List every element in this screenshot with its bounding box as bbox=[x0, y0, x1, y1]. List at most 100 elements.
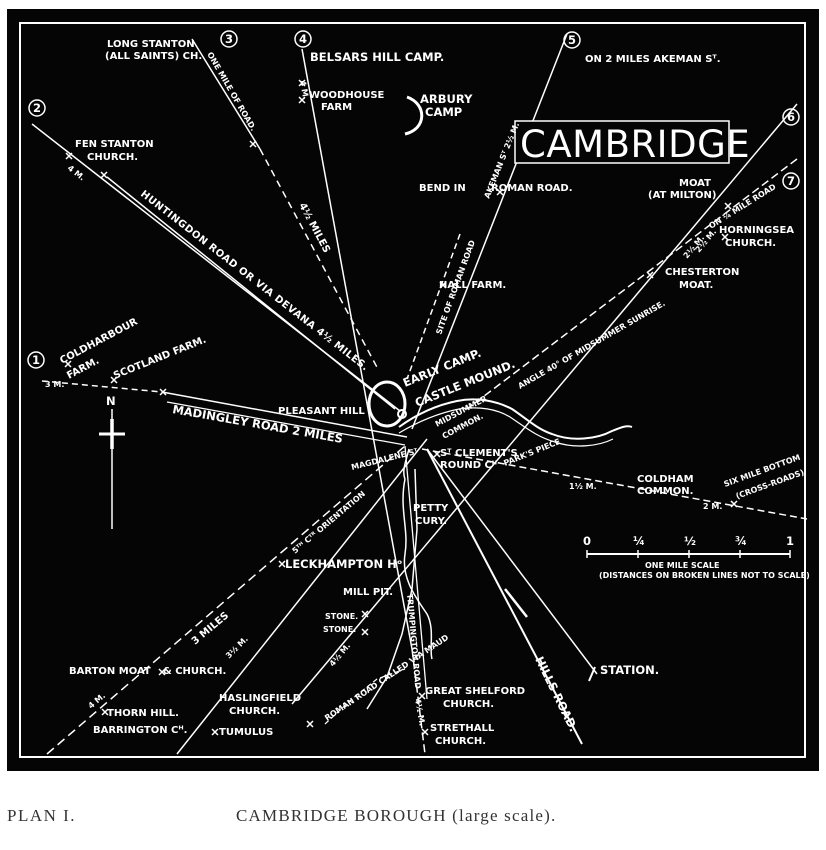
horningsea-line bbox=[466, 158, 798, 410]
label-station: STATION. bbox=[600, 663, 659, 677]
label-orientation: 5ᵀᴴ Cᵀᴿ ORIENTATION bbox=[291, 489, 368, 555]
label-three-miles: 3 MILES bbox=[190, 610, 231, 647]
scale-tick-2: ½ bbox=[684, 534, 696, 548]
roman-road-site bbox=[406, 233, 461, 380]
mile-scale: 0 ¼ ½ ¾ 1 ONE MILE SCALE (DISTANCES ON B… bbox=[583, 534, 810, 580]
label-st-clements-1: Sᵀ CLEMENT'S bbox=[440, 448, 518, 459]
river-cam bbox=[398, 398, 633, 660]
label-woodhouse-1: WOODHOUSE bbox=[309, 90, 385, 101]
label-long-stanton-sub: (ALL SAINTS) CH. bbox=[105, 51, 202, 62]
compass-north-label: N bbox=[106, 394, 116, 408]
map-canvas: N 0 ¼ ½ ¾ bbox=[19, 22, 810, 758]
label-roman-road: ROMAN ROAD. bbox=[491, 183, 573, 194]
route-number-6: 6 bbox=[787, 110, 795, 124]
label-scotland: SCOTLAND FARM. bbox=[112, 334, 208, 381]
label-hall-farm: HALL FARM. bbox=[439, 280, 506, 291]
route-number-1: 1 bbox=[32, 353, 40, 367]
sunrise-line bbox=[291, 103, 798, 705]
orientation-line bbox=[46, 445, 406, 755]
label-mill-pit: MILL PIT. bbox=[343, 587, 393, 598]
route-number-2: 2 bbox=[33, 101, 41, 115]
label-moat-2: (AT MILTON) bbox=[648, 190, 717, 201]
label-stone-2: STONE. bbox=[323, 625, 356, 634]
label-great-shelford-1: GREAT SHELFORD bbox=[425, 686, 525, 697]
place-markers bbox=[64, 79, 738, 736]
label-magdalene: MAGDALENE Sᵀ bbox=[350, 447, 419, 472]
madingley-road-a bbox=[161, 391, 408, 438]
compass-rose: N bbox=[99, 394, 125, 529]
label-st-clements-2: ROUND Cᴴ bbox=[440, 460, 497, 471]
label-coldham-1: COLDHAM bbox=[637, 474, 694, 485]
shelford-line bbox=[404, 445, 428, 700]
label-arbury-1: ARBURY bbox=[420, 92, 473, 106]
label-three-half-m: 3½ M. bbox=[223, 634, 250, 661]
label-stone-1: STONE. bbox=[325, 612, 358, 621]
label-two-m-c: 2 M. bbox=[703, 502, 722, 511]
hills-road bbox=[426, 448, 583, 745]
label-four-m-c: 4½ M. bbox=[327, 641, 352, 669]
route-number-3: 3 bbox=[225, 32, 233, 46]
label-leckhampton: LECKHAMPTON Hᵒ bbox=[285, 557, 402, 571]
label-petty-1: PETTY bbox=[413, 503, 449, 514]
label-stretchall-1: STRETHALL bbox=[430, 723, 495, 734]
label-four-m-b: 4 M. bbox=[87, 691, 108, 710]
route-number-4: 4 bbox=[299, 32, 307, 46]
rail-crossing bbox=[504, 588, 528, 618]
label-barton: BARTON MOAT bbox=[69, 666, 151, 677]
label-stretchall-2: CHURCH. bbox=[435, 736, 486, 747]
label-quarter-mile-road: ON ¼ MILE ROAD bbox=[707, 181, 778, 231]
label-four-m-a: 4 M. bbox=[66, 163, 87, 182]
via-maud-road bbox=[324, 668, 406, 725]
label-coldharbour-1: COLDHARBOUR bbox=[58, 316, 140, 366]
scale-tick-3: ¾ bbox=[735, 534, 747, 548]
label-great-shelford-2: CHURCH. bbox=[443, 699, 494, 710]
label-petty-2: CURY. bbox=[415, 516, 447, 527]
label-three-m: 3 M. bbox=[45, 380, 64, 389]
coldharbour-line bbox=[41, 380, 163, 393]
label-sunrise-angle: ANGLE 40° OF MIDSUMMER SUNRISE. bbox=[517, 299, 667, 391]
map-title: CAMBRIDGE bbox=[520, 123, 750, 166]
caption-bar: PLAN I. CAMBRIDGE BOROUGH (large scale). bbox=[0, 800, 826, 834]
road-lines bbox=[31, 33, 808, 755]
railway-line bbox=[426, 448, 598, 675]
label-horningsea-1: HORNINGSEA bbox=[719, 225, 794, 236]
label-fen-stanton-2: CHURCH. bbox=[87, 152, 138, 163]
label-moat-1: MOAT bbox=[679, 178, 711, 189]
long-stanton-road-solid bbox=[191, 38, 261, 150]
map-title-box: CAMBRIDGE bbox=[514, 120, 750, 166]
label-barrington: BARRINGTON Cᴴ. bbox=[93, 725, 187, 736]
label-thorn-hill: THORN HILL. bbox=[107, 708, 179, 719]
caption-plan-label: PLAN I. bbox=[7, 806, 77, 825]
belsars-line bbox=[301, 48, 413, 650]
scale-note: (DISTANCES ON BROKEN LINES NOT TO SCALE) bbox=[599, 571, 810, 580]
label-and-church: & CHURCH. bbox=[163, 666, 226, 677]
akeman-line bbox=[411, 33, 568, 430]
map-border bbox=[19, 22, 806, 758]
label-chesterton-1: CHESTERTON bbox=[665, 267, 739, 278]
label-akeman: ON 2 MILES AKEMAN Sᵀ. bbox=[585, 54, 721, 65]
label-four-m-e: 4 M. bbox=[298, 80, 310, 101]
madingley-road-b bbox=[166, 401, 406, 446]
label-coldham-2: COMMON. bbox=[637, 486, 693, 497]
label-one-mile-road: ONE MILE OF ROAD. bbox=[205, 51, 258, 133]
route-number-markers: 2 3 4 5 6 7 1 bbox=[27, 30, 800, 369]
scale-title: ONE MILE SCALE bbox=[645, 561, 719, 570]
label-one-half-m: 1½ M. bbox=[569, 481, 597, 491]
arbury-camp-earthwork bbox=[404, 95, 424, 136]
label-long-stanton: LONG STANTON bbox=[107, 39, 195, 50]
label-haslingfield-1: HASLINGFIELD bbox=[219, 693, 301, 704]
early-camp-earthwork bbox=[367, 380, 407, 428]
label-horningsea-2: CHURCH. bbox=[725, 238, 776, 249]
sw-long-line bbox=[176, 438, 428, 755]
stretchall-line bbox=[411, 648, 426, 755]
label-woodhouse-2: FARM bbox=[321, 102, 352, 113]
map-panel: N 0 ¼ ½ ¾ bbox=[7, 9, 819, 771]
label-arbury-2: CAMP bbox=[425, 105, 462, 119]
label-belsars: BELSARS HILL CAMP. bbox=[310, 50, 444, 64]
caption-title: CAMBRIDGE BOROUGH (large scale). bbox=[236, 806, 557, 825]
label-tumulus: TUMULUS bbox=[219, 727, 273, 738]
label-hills-road: HILLS ROAD. bbox=[532, 654, 581, 734]
route-number-5: 5 bbox=[568, 33, 576, 47]
huntingdon-road-b bbox=[106, 176, 396, 410]
scale-tick-4: 1 bbox=[786, 534, 794, 548]
